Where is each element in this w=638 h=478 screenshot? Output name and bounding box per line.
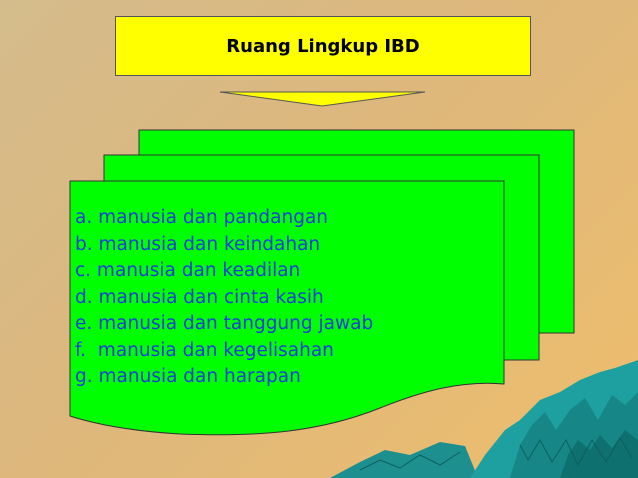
list-item: c. manusia dan keadilan xyxy=(75,260,301,281)
title-box: Ruang Lingkup IBD xyxy=(115,16,531,76)
mountain-decoration xyxy=(330,360,638,478)
list-item: d. manusia dan cinta kasih xyxy=(75,286,324,308)
slide-title: Ruang Lingkup IBD xyxy=(226,35,420,57)
list-item: b. manusia dan keindahan xyxy=(75,233,321,255)
list-item: a. manusia dan pandangan xyxy=(75,207,329,228)
list-item: f. manusia dan kegelisahan xyxy=(75,339,334,361)
front-document-card xyxy=(69,180,505,436)
list-item: e. manusia dan tanggung jawab xyxy=(75,313,374,334)
down-arrow xyxy=(219,91,426,107)
list-item: g. manusia dan harapan xyxy=(75,366,301,387)
topic-list: a. manusia dan pandangan b. manusia dan … xyxy=(75,205,373,391)
